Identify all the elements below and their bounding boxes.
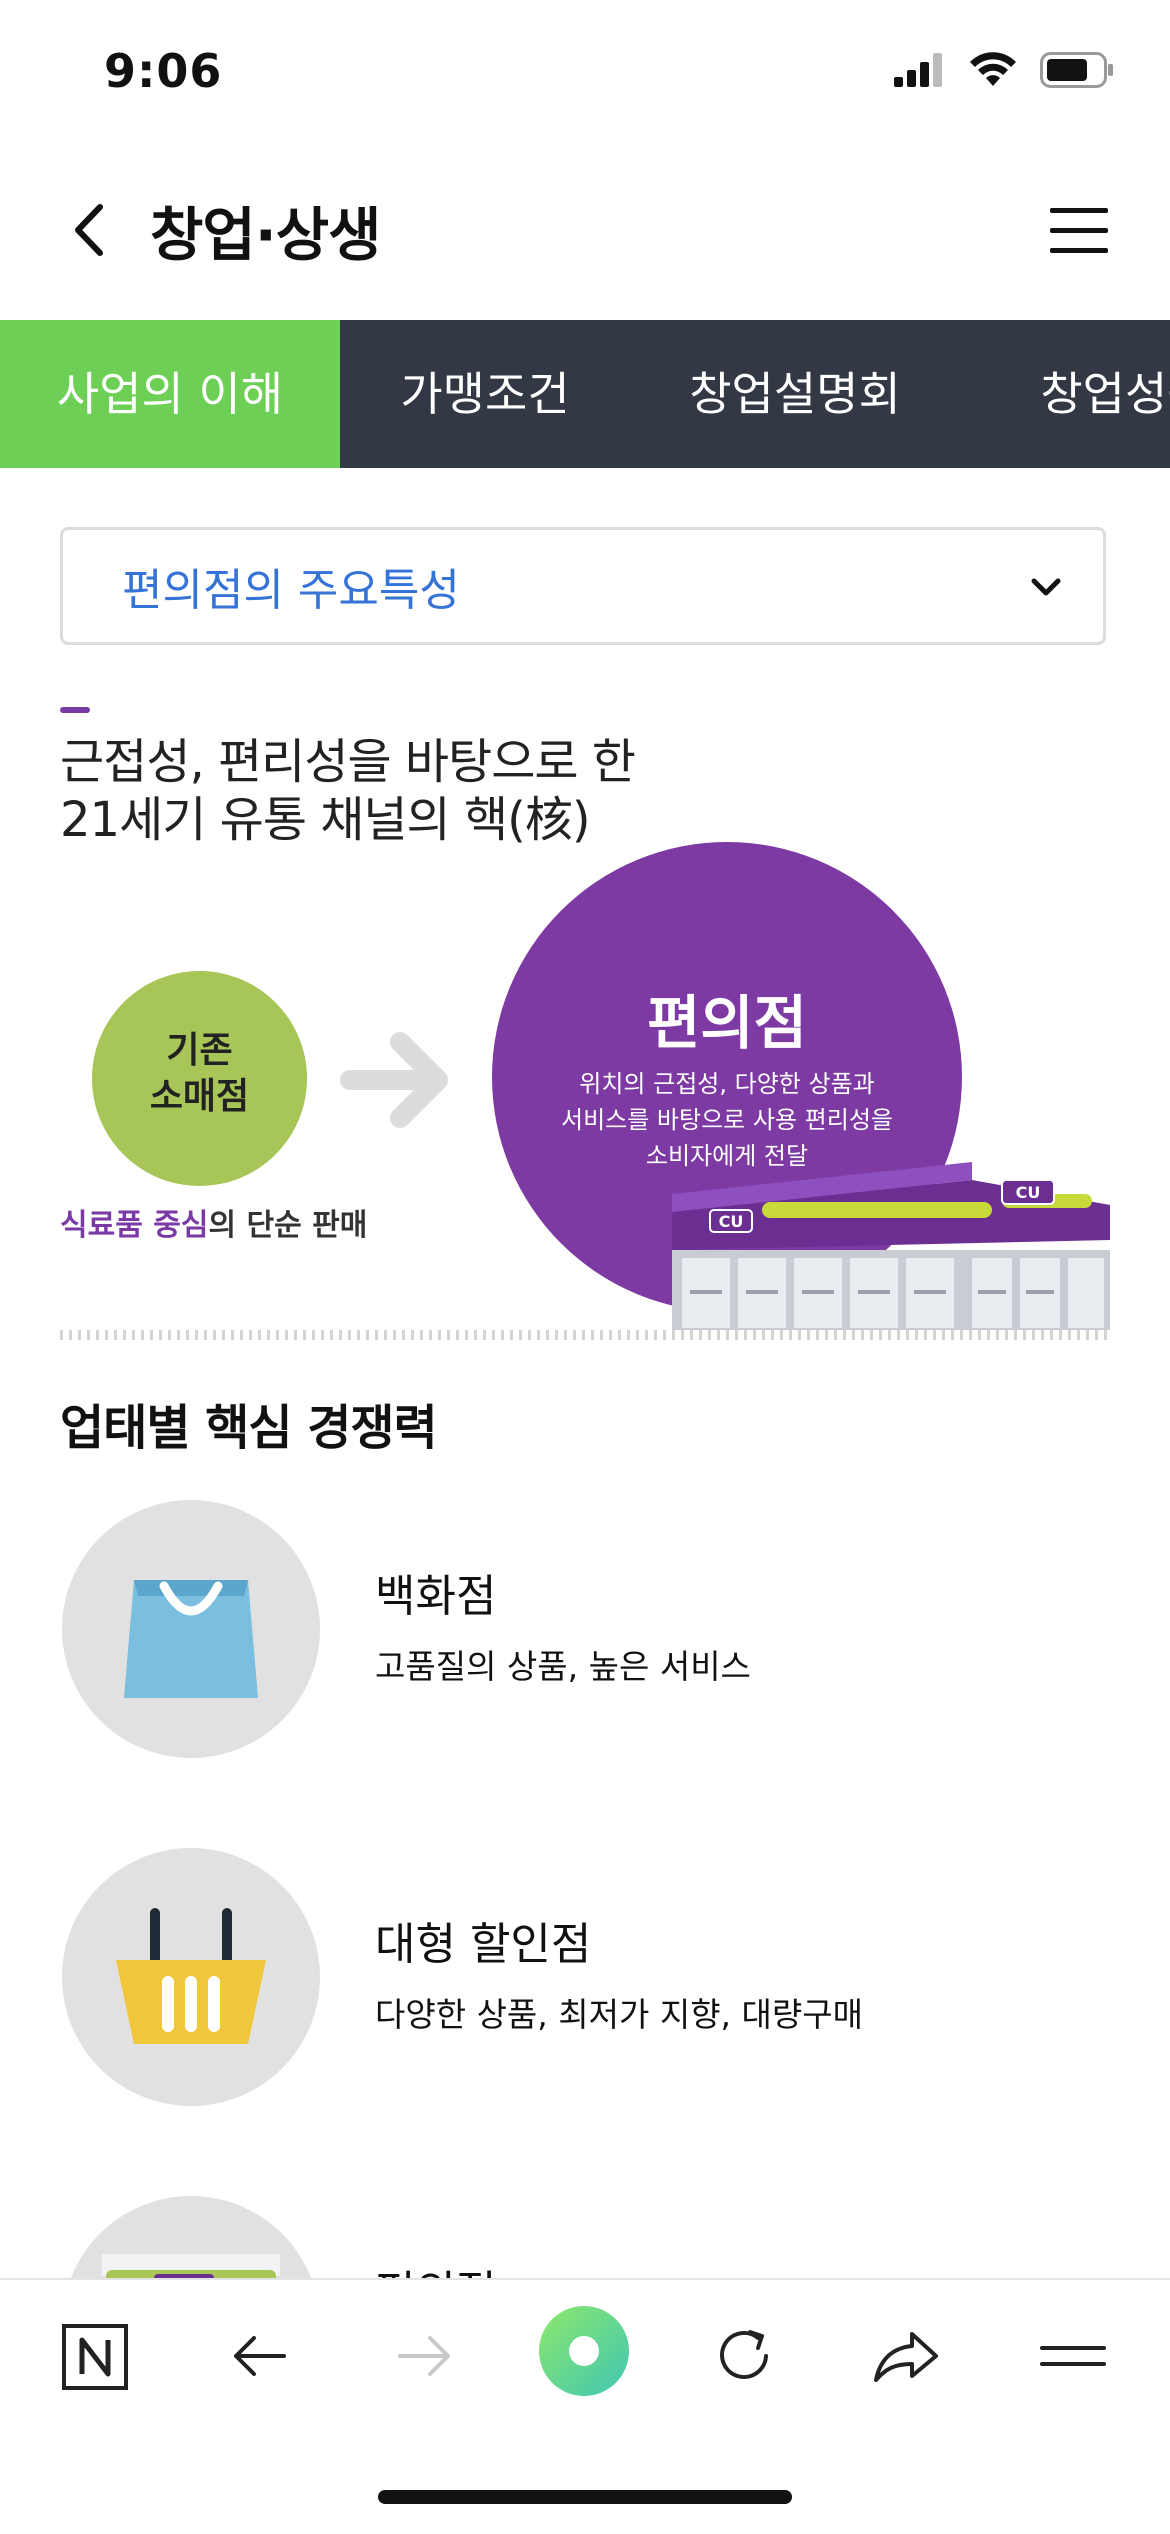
hypermarket-icon-circle xyxy=(62,1848,320,2106)
existing-retail-circle xyxy=(92,971,307,1186)
refresh-icon[interactable] xyxy=(706,2318,782,2394)
existing-retail-caption: 식료품 중심의 단순 판매 xyxy=(60,1200,367,1244)
item-name-hypermarket: 대형 할인점 xyxy=(375,1919,592,1970)
shopping-bag-icon xyxy=(124,1580,258,1698)
basket-icon xyxy=(116,1908,266,2044)
item-desc-hypermarket: 다양한 상품, 최저가 지향, 대량구매 xyxy=(375,1995,863,2034)
store-sign-side: CU xyxy=(1016,1183,1041,1202)
hamburger-menu-icon[interactable] xyxy=(1048,204,1110,256)
existing-retail-line1: 기존 xyxy=(166,1030,233,1071)
item-desc-department-store: 고품질의 상품, 높은 서비스 xyxy=(375,1647,751,1686)
wifi-icon xyxy=(970,52,1016,86)
tab-franchise-terms[interactable]: 가맹조건 xyxy=(400,367,570,421)
convenience-store-desc: 위치의 근접성, 다양한 상품과 서비스를 바탕으로 사용 편리성을 소비자에게… xyxy=(492,1066,962,1174)
page-title: 창업·상생 xyxy=(150,201,381,269)
tab-business-understanding[interactable]: 사업의 이해 xyxy=(0,320,340,468)
section-title: 업태별 핵심 경쟁력 xyxy=(60,1400,438,1456)
forward-icon[interactable] xyxy=(386,2318,462,2394)
department-store-icon-circle xyxy=(62,1500,320,1758)
tab-success-stories[interactable]: 창업성공 xyxy=(1040,367,1170,421)
accent-bar xyxy=(60,707,90,713)
cellular-signal-icon xyxy=(894,53,942,87)
cu-store-illustration: CU CU xyxy=(672,1162,1110,1330)
cvs-desc-line3: 소비자에게 전달 xyxy=(645,1142,809,1170)
tab-briefing-session[interactable]: 창업설명회 xyxy=(689,367,901,421)
share-icon[interactable] xyxy=(868,2318,944,2394)
chevron-down-icon xyxy=(1031,578,1061,596)
dotted-divider xyxy=(60,1330,1110,1340)
item-name-department-store: 백화점 xyxy=(375,1571,497,1622)
category-tabs: 사업의 이해 가맹조건 창업설명회 창업성공 xyxy=(0,320,1170,468)
green-dot-icon[interactable] xyxy=(538,2305,630,2397)
cvs-desc-line2: 서비스를 바탕으로 사용 편리성을 xyxy=(560,1106,893,1134)
back-icon[interactable] xyxy=(222,2318,298,2394)
status-time: 9:06 xyxy=(104,44,223,98)
topic-select-value: 편의점의 주요특성 xyxy=(122,565,460,616)
store-sign-front: CU xyxy=(719,1212,744,1231)
more-menu-icon[interactable] xyxy=(1036,2318,1112,2394)
caption-highlight: 식료품 중심 xyxy=(60,1208,209,1243)
cvs-desc-line1: 위치의 근접성, 다양한 상품과 xyxy=(579,1070,875,1098)
naver-home-icon[interactable] xyxy=(60,2318,136,2394)
topic-select[interactable] xyxy=(60,527,1106,645)
right-arrow-icon xyxy=(340,1032,448,1128)
existing-retail-label: 기존 소매점 xyxy=(92,1028,307,1120)
intro-line-2: 21세기 유통 채널의 핵(核) xyxy=(60,792,591,848)
intro-line-1: 근접성, 편리성을 바탕으로 한 xyxy=(60,734,636,790)
home-indicator xyxy=(378,2490,792,2504)
convenience-store-title: 편의점 xyxy=(646,989,808,1057)
battery-icon xyxy=(1040,52,1113,88)
caption-rest: 의 단순 판매 xyxy=(208,1208,368,1243)
back-arrow-icon[interactable] xyxy=(60,195,120,265)
existing-retail-line2: 소매점 xyxy=(149,1076,250,1117)
status-icons xyxy=(894,52,1114,88)
